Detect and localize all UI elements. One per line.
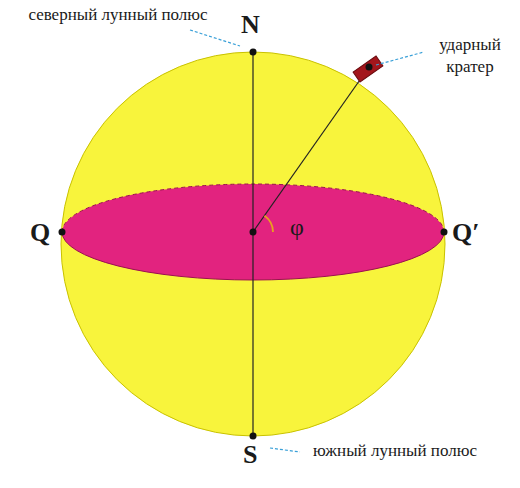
equator-dot <box>59 229 66 236</box>
crater-label: ударный кратер <box>424 34 516 78</box>
pole-label: южный лунный полюс <box>300 440 490 462</box>
point-letter: S <box>243 438 257 472</box>
leader-line <box>376 52 424 65</box>
center-dot <box>250 229 257 236</box>
equator-dot <box>441 229 448 236</box>
pole-label: северный лунный полюс <box>18 4 218 26</box>
leader-line <box>270 448 300 452</box>
pole-dot <box>250 433 257 440</box>
radius-line <box>253 67 369 232</box>
point-letter: N <box>241 8 260 42</box>
impact-crater <box>353 56 383 82</box>
pole-dot <box>250 49 257 56</box>
moon-sphere <box>61 52 445 436</box>
crater-dot <box>366 64 373 71</box>
angle-arc <box>265 216 274 232</box>
angle-symbol: φ <box>290 212 304 243</box>
point-letter: Q′ <box>452 216 480 250</box>
leader-line <box>190 30 240 46</box>
point-letter: Q <box>30 216 50 250</box>
polar-axis <box>252 52 253 436</box>
